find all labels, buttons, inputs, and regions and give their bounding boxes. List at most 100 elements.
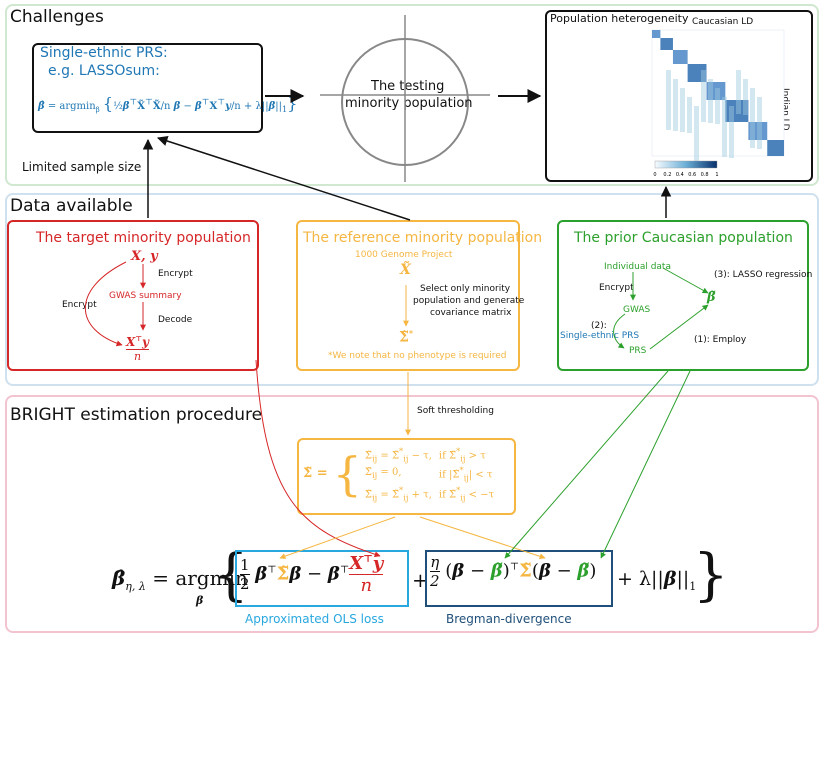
prior-employ: (1): Employ — [694, 335, 747, 345]
heatmap-band — [680, 88, 685, 132]
caucasian-ld-label: Caucasian LD — [692, 17, 754, 27]
prior-encrypt: Encrypt — [599, 283, 634, 293]
arrow-sigma-to-ols — [279, 516, 396, 560]
arrow-target-to-ols — [255, 359, 381, 558]
bright-plus: + — [412, 568, 429, 592]
reference-x-tilde: X̃ — [400, 262, 411, 278]
target-decode: Decode — [158, 315, 193, 325]
reference-sigma-star: Σ̃* — [399, 328, 414, 346]
data-available-panel — [5, 193, 819, 386]
ld-colorbar: 0 0.2 0.4 0.6 0.8 1 — [653, 160, 719, 178]
bright-left-brace: { — [213, 543, 249, 608]
single-ethnic-line1: Single-ethnic PRS: — [40, 45, 168, 61]
heatmap-band — [736, 70, 741, 114]
heatmap-block — [767, 140, 784, 156]
single-ethnic-line2: e.g. LASSOsum: — [48, 63, 160, 79]
soft-threshold-box — [297, 438, 516, 515]
prior-prs: PRS — [629, 346, 647, 356]
challenges-panel — [5, 4, 819, 186]
ld-heatmap — [651, 29, 785, 166]
arrow-target-encrypt-curve — [85, 261, 127, 347]
arrow-prior-to-beta2 — [600, 370, 691, 559]
heatmap-band — [687, 97, 692, 133]
lassosum-formula: β̂ = argminβ {½β⊤X̃⊤X̃/n β − β⊤X⊤y/n + λ… — [38, 94, 298, 114]
arrow-sigma-to-bregman — [419, 516, 546, 560]
heatmap-band — [673, 79, 678, 131]
single-ethnic-prs-box — [32, 43, 263, 133]
heatmap-block — [652, 30, 661, 38]
ols-loss-box — [235, 550, 409, 607]
heatmap-block — [725, 100, 749, 122]
limited-sample-size: Limited sample size — [22, 160, 142, 174]
colorbar-tick-label: 0.8 — [701, 172, 709, 178]
bright-penalty: + λ||β||1 — [617, 568, 697, 593]
heterogeneity-box — [545, 10, 813, 182]
arrow-prior-single-ethnic — [613, 313, 626, 349]
heatmap-block — [687, 64, 707, 82]
heatmap-block — [748, 122, 768, 140]
bright-title: BRIGHT estimation procedure — [10, 405, 263, 425]
prior-single-ethnic-prs: Single-ethnic PRS — [560, 331, 640, 341]
heatmap-band — [757, 97, 762, 149]
prior-single-ethnic-num: (2): — [591, 321, 607, 331]
colorbar-tick-label: 0.4 — [676, 172, 684, 178]
target-encrypt-right: Encrypt — [158, 269, 193, 279]
reference-note: *We note that no phenotype is required — [328, 351, 507, 361]
heatmap-band — [708, 79, 713, 123]
target-xty-over-n: X⊤y n — [126, 334, 150, 363]
heatmap-block — [672, 50, 688, 64]
target-gwas-summary: GWAS summary — [109, 291, 182, 301]
target-encrypt-left: Encrypt — [62, 300, 97, 310]
soft-threshold-formula: Σ̃ = { Σ̃ij = Σ̃*ij − τ,if Σ̃*ij > τ Σ̃i… — [303, 446, 495, 502]
arrow-prior-employ — [649, 304, 709, 350]
testing-line2: minority population — [345, 96, 473, 111]
prior-individual: Individual data — [604, 262, 671, 272]
reference-population-box — [296, 220, 520, 371]
bright-right-brace: } — [693, 543, 729, 608]
reference-title: The reference minority population — [303, 230, 543, 246]
bregman-box — [425, 550, 613, 607]
colorbar-tick-label: 0 — [653, 172, 656, 178]
reference-genome: 1000 Genome Project — [355, 250, 453, 260]
heatmap-block — [660, 38, 673, 50]
prior-beta-tilde: β̃ — [707, 290, 716, 305]
reference-select-line3: covariance matrix — [430, 308, 512, 318]
testing-line1: The testing — [371, 79, 445, 94]
prior-lasso: (3): LASSO regression — [714, 270, 813, 280]
arrow-prior-to-beta1 — [504, 370, 669, 559]
challenges-title: Challenges — [10, 7, 104, 27]
data-available-title: Data available — [10, 196, 133, 216]
heatmap-band — [722, 97, 727, 157]
ols-loss-label: Approximated OLS loss — [245, 612, 384, 626]
prior-gwas: GWAS — [623, 305, 651, 315]
heatmap-band — [666, 70, 671, 130]
heatmap-band — [743, 79, 748, 115]
reference-select-line1: Select only minority — [420, 284, 511, 294]
bregman-label: Bregman-divergence — [446, 612, 572, 626]
bright-lhs: β̂η, λ = argmin — [112, 566, 248, 593]
target-xy: X, y — [131, 249, 158, 264]
prior-title: The prior Caucasian population — [574, 230, 793, 246]
bright-panel — [5, 395, 819, 633]
heatmap-band — [715, 88, 720, 124]
heatmap-band — [694, 106, 699, 166]
soft-thresholding-label: Soft thresholding — [417, 406, 494, 416]
heatmap-band — [729, 106, 734, 158]
arrow-reference-up — [157, 135, 411, 221]
colorbar-tick-label: 0.6 — [688, 172, 696, 178]
arrow-prior-lasso — [662, 267, 709, 294]
colorbar-tick-label: 0.2 — [663, 172, 671, 178]
target-title: The target minority population — [36, 230, 251, 246]
target-population-box — [7, 220, 259, 371]
heatmap-band — [701, 70, 706, 122]
prior-population-box — [557, 220, 809, 371]
bright-argmin-beta: β — [196, 594, 204, 607]
heatmap-block — [706, 82, 726, 100]
heatmap-band — [750, 88, 755, 148]
reference-select-line2: population and generate — [413, 296, 525, 306]
colorbar-tick-label: 1 — [715, 172, 718, 178]
heterogeneity-title: Population heterogeneity — [550, 12, 689, 25]
